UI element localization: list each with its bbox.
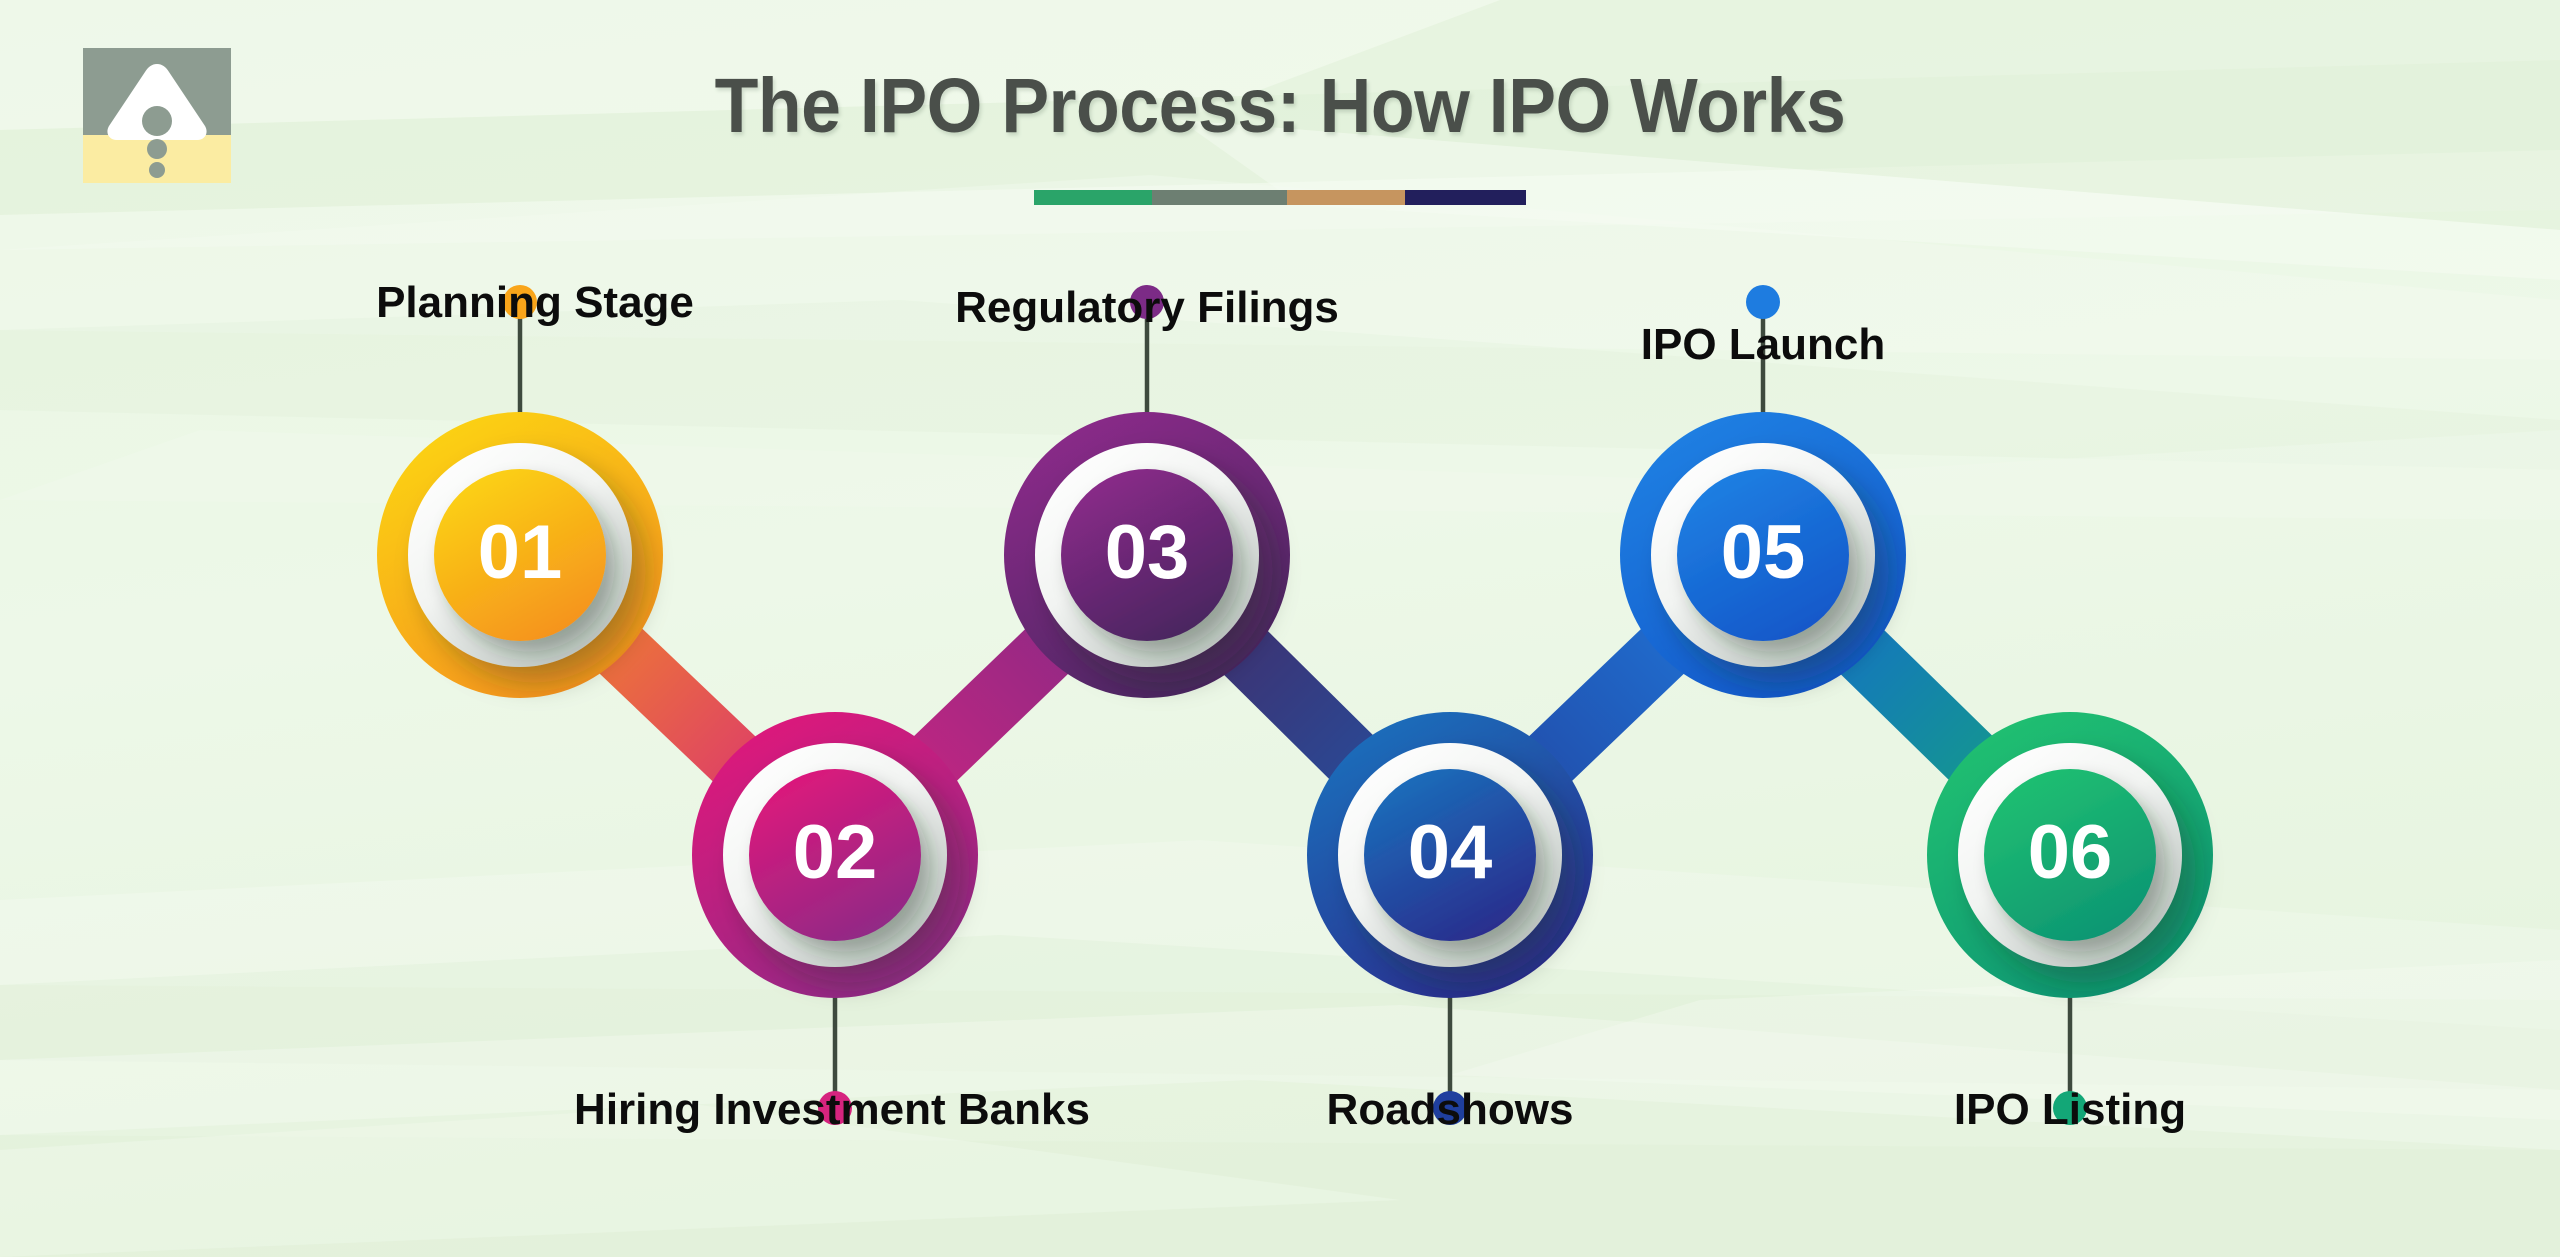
pin-dot-05 — [1746, 285, 1780, 319]
triangle-icon — [107, 64, 207, 178]
process-step-01[interactable]: 01 — [377, 285, 663, 698]
node-inner-disc-02 — [749, 769, 921, 941]
node-inner-disc-01 — [434, 469, 606, 641]
step-number-02: 02 — [793, 810, 878, 895]
rule-segment-1 — [1152, 190, 1287, 205]
rule-segment-2 — [1287, 190, 1405, 205]
rule-segment-3 — [1405, 190, 1526, 205]
step-label-04: Roadshows — [1326, 1085, 1574, 1134]
step-number-01: 01 — [478, 510, 563, 595]
step-label-06: IPO Listing — [1953, 1085, 2187, 1134]
step-label-03: Regulatory Filings — [955, 283, 1339, 332]
process-step-04[interactable]: 04 — [1307, 712, 1593, 1125]
process-step-03[interactable]: 03 — [1004, 285, 1290, 698]
node-inner-disc-06 — [1984, 769, 2156, 941]
step-number-06: 06 — [2028, 810, 2113, 895]
title-underline-rule — [1034, 190, 1526, 205]
pin-dot-01 — [503, 285, 537, 319]
step-label-01: Planning Stage — [376, 278, 694, 327]
node-inner-disc-04 — [1364, 769, 1536, 941]
step-label-02: Hiring Investment Banks — [574, 1085, 1090, 1134]
pin-dot-04 — [1433, 1091, 1467, 1125]
process-step-02[interactable]: 02 — [692, 712, 978, 1125]
step-number-05: 05 — [1721, 510, 1806, 595]
brand-logo — [83, 48, 231, 183]
step-label-05: IPO Launch — [1640, 320, 1886, 369]
pin-dot-03 — [1130, 285, 1164, 319]
step-number-03: 03 — [1105, 510, 1190, 595]
rule-segment-0 — [1034, 190, 1152, 205]
node-inner-disc-03 — [1061, 469, 1233, 641]
process-step-06[interactable]: 06 — [1927, 712, 2213, 1125]
page-title: The IPO Process: How IPO Works — [714, 63, 1846, 149]
process-step-05[interactable]: 05 — [1620, 285, 1906, 698]
pin-dot-02 — [818, 1091, 852, 1125]
pin-dot-06 — [2053, 1091, 2087, 1125]
step-number-04: 04 — [1408, 810, 1493, 895]
node-inner-disc-05 — [1677, 469, 1849, 641]
